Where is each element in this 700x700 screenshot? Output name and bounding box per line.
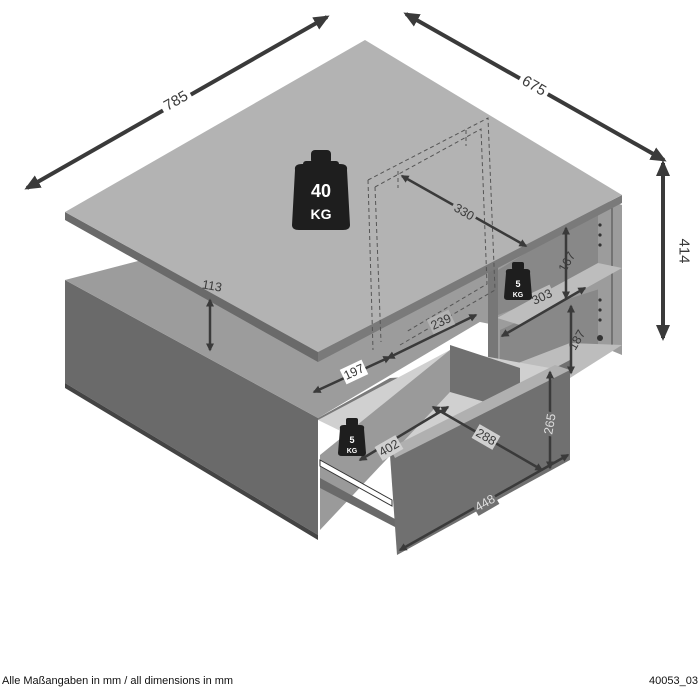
carcass-left-face bbox=[65, 280, 318, 535]
weight-5kg-shelf-icon: 5 KG bbox=[504, 262, 532, 300]
drawer-front-height-label: 265 bbox=[540, 410, 560, 438]
product-code: 40053_03 bbox=[649, 675, 698, 687]
shelf-depth-arrow bbox=[500, 286, 587, 338]
dimensions-note: Alle Maßangaben in mm / all dimensions i… bbox=[2, 675, 234, 687]
weight-40kg-icon: 40 KG bbox=[292, 150, 350, 230]
compartment-divider bbox=[488, 263, 498, 376]
top-gap-label: 113 bbox=[201, 277, 223, 294]
svg-text:KG: KG bbox=[311, 206, 332, 222]
svg-text:5: 5 bbox=[515, 279, 520, 289]
drawer-side-panel-face bbox=[320, 478, 395, 527]
shelf-depth-label: 303 bbox=[527, 284, 557, 310]
depth-label: 675 bbox=[515, 69, 553, 103]
height-label: 414 bbox=[674, 235, 694, 267]
lower-depth-label: 239 bbox=[426, 309, 456, 335]
top-board-edge bbox=[65, 212, 318, 362]
side-depth-label: 197 bbox=[339, 359, 369, 385]
right-side-panel bbox=[598, 198, 622, 355]
svg-text:414: 414 bbox=[676, 238, 693, 263]
svg-text:KG: KG bbox=[347, 448, 358, 455]
svg-text:113: 113 bbox=[201, 277, 223, 294]
weight-5kg-drawer-icon: 5 KG bbox=[338, 418, 366, 456]
svg-text:40: 40 bbox=[311, 181, 331, 201]
shelf-pin-holes bbox=[597, 223, 603, 341]
lower-depth-arrow bbox=[386, 313, 478, 360]
svg-text:KG: KG bbox=[513, 292, 524, 299]
svg-text:5: 5 bbox=[349, 435, 354, 445]
drawer-runner bbox=[319, 459, 393, 507]
base-plinth bbox=[65, 383, 318, 540]
svg-text:265: 265 bbox=[541, 412, 558, 435]
